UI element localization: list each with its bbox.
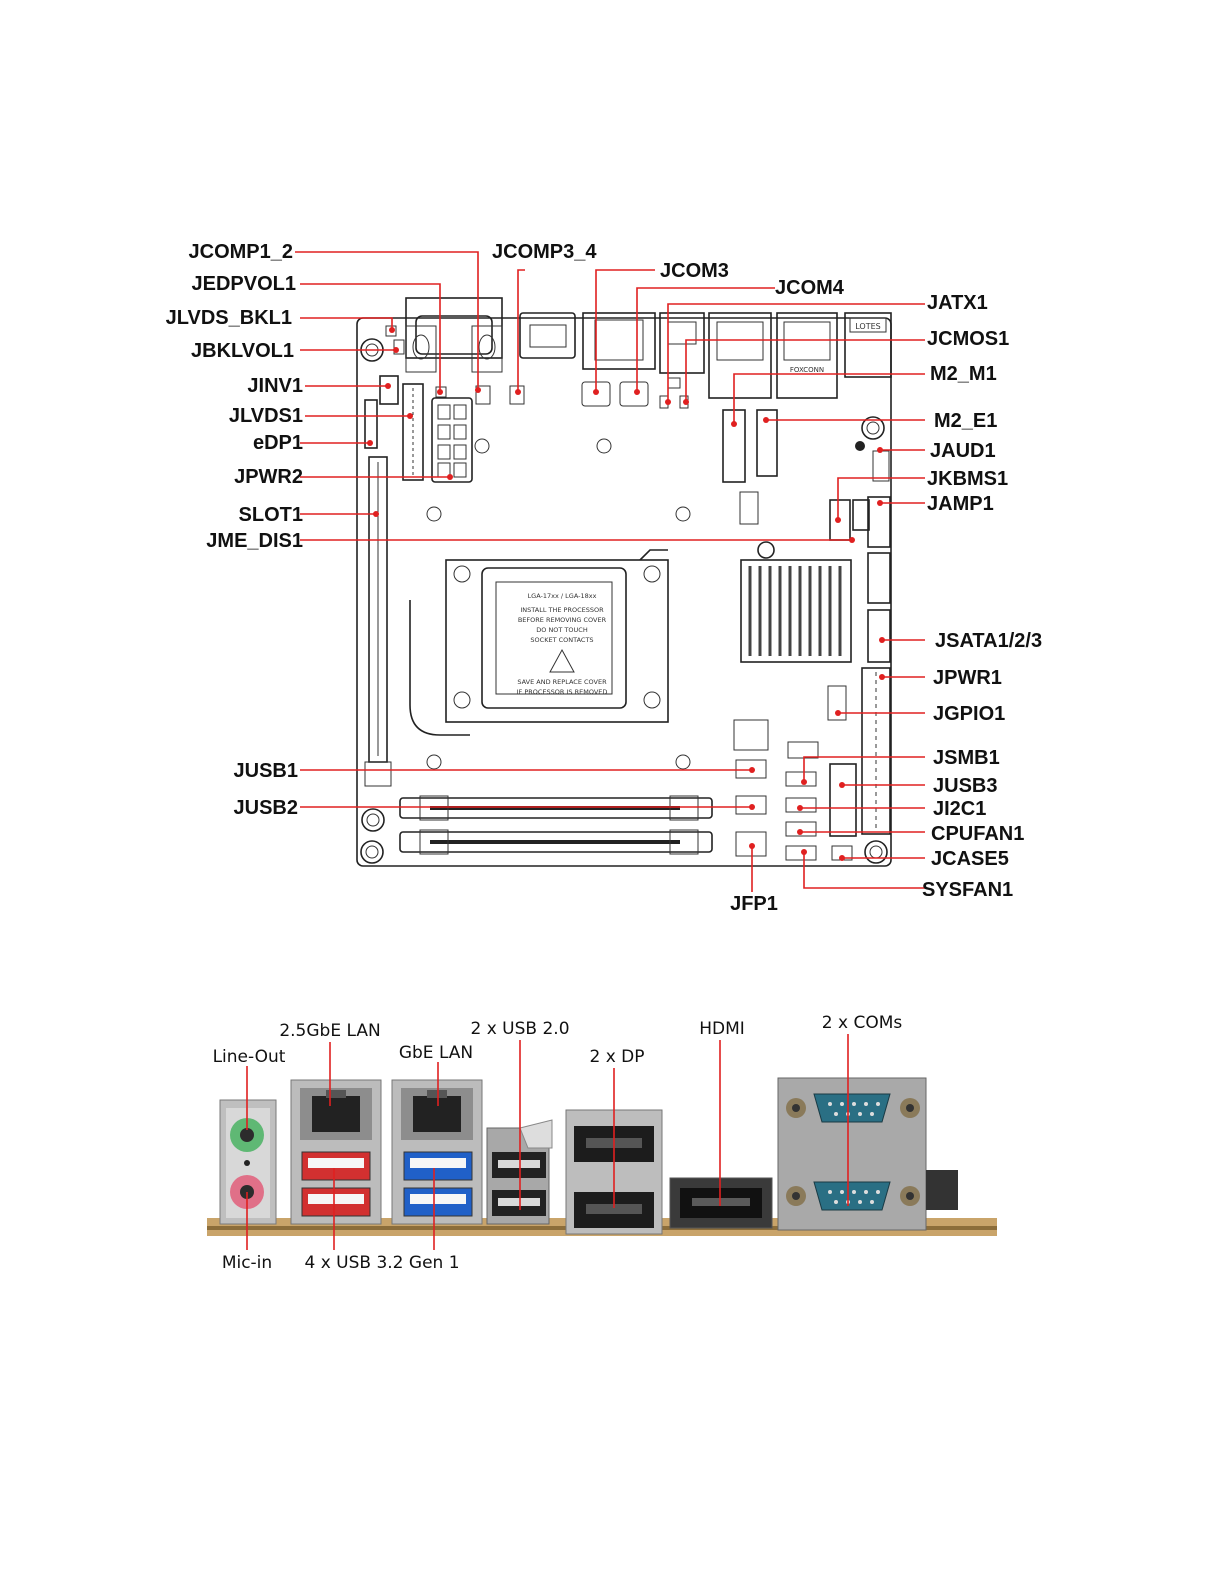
label-edp1: eDP1: [253, 432, 303, 454]
label-jamp1: JAMP1: [927, 493, 994, 515]
com-stack: [777, 1077, 958, 1231]
socket-text-2: INSTALL THE PROCESSOR: [520, 606, 604, 614]
socket-text-5: SOCKET CONTACTS: [530, 636, 593, 644]
label-jcom3: JCOM3: [660, 260, 729, 282]
label-jsmb1: JSMB1: [933, 747, 1000, 769]
lan-brand-text: FOXCONN: [790, 366, 824, 374]
io-leader-lines: [246, 1034, 849, 1250]
label-jcase5: JCASE5: [931, 848, 1009, 870]
bottom-labels: JFP1: [730, 893, 778, 915]
dimm-slots: [399, 795, 713, 855]
label-m2-e1: M2_E1: [934, 410, 997, 432]
label-jusb2: JUSB2: [234, 797, 298, 819]
com-port-1: [813, 1093, 891, 1123]
lan1g-usb3-stack: [391, 1079, 483, 1225]
usb2-stack: [486, 1119, 553, 1225]
socket-text-6: SAVE AND REPLACE COVER: [517, 678, 607, 686]
socket-text-7: IF PROCESSOR IS REMOVED: [517, 688, 608, 696]
com-port-2: [813, 1181, 891, 1211]
label-jfp1: JFP1: [730, 893, 778, 915]
right-labels: JATX1 JCMOS1 M2_M1 M2_E1 JAUD1 JKBMS1 JA…: [922, 292, 1042, 901]
label-jinv1: JINV1: [247, 375, 303, 397]
label-jusb1: JUSB1: [234, 760, 298, 782]
label-jlvds-bkl1: JLVDS_BKL1: [166, 307, 292, 329]
io-label-mic-in: Mic-in: [222, 1253, 272, 1273]
label-jsata: JSATA1/2/3: [935, 630, 1042, 652]
label-jcomp3-4: JCOMP3_4: [492, 241, 597, 263]
label-m2-m1: M2_M1: [930, 363, 997, 385]
label-cpufan1: CPUFAN1: [931, 823, 1024, 845]
audio-connector: LOTES: [844, 312, 892, 378]
label-jme-dis1: JME_DIS1: [206, 530, 303, 552]
io-label-hdmi: HDMI: [699, 1019, 745, 1039]
label-jgpio1: JGPIO1: [933, 703, 1005, 725]
connector-dots: [367, 327, 885, 861]
label-jpwr2: JPWR2: [234, 466, 303, 488]
io-label-dp: 2 x DP: [589, 1047, 644, 1067]
motherboard-outline: FOXCONN LOTES: [356, 297, 892, 867]
leader-lines: [295, 251, 925, 892]
io-label-gbe-lan: GbE LAN: [399, 1043, 473, 1063]
audio-jack-block: [219, 1099, 277, 1225]
cpu-socket: LGA-17xx / LGA-18xx INSTALL THE PROCESSO…: [409, 549, 669, 736]
audio-brand-text: LOTES: [855, 322, 881, 331]
label-jcmos1: JCMOS1: [927, 328, 1009, 350]
label-jedpvol1: JEDPVOL1: [192, 273, 296, 295]
vga-connector: [405, 297, 503, 373]
usb2-connector: [659, 312, 705, 374]
socket-text-1: LGA-17xx / LGA-18xx: [528, 592, 597, 600]
lan25-usb3-stack: [290, 1079, 382, 1225]
left-labels: JCOMP1_2 JEDPVOL1 JLVDS_BKL1 JBKLVOL1 JI…: [166, 241, 303, 819]
top-labels: JCOMP3_4 JCOM3 JCOM4: [492, 241, 845, 299]
lan-25g-port: [312, 1096, 360, 1132]
label-ji2c1: JI2C1: [933, 798, 986, 820]
io-label-usb20: 2 x USB 2.0: [470, 1019, 569, 1039]
label-jatx1: JATX1: [927, 292, 988, 314]
label-jaud1: JAUD1: [930, 440, 996, 462]
lan-1g-port: [413, 1096, 461, 1132]
hdmi-port-block: [669, 1177, 773, 1229]
socket-text-3: BEFORE REMOVING COVER: [518, 616, 607, 624]
dp-connector: [582, 312, 656, 370]
lvds-area: [364, 375, 473, 483]
io-panel: 2.5GbE LAN Line-Out GbE LAN 2 x USB 2.0 …: [207, 1013, 997, 1273]
io-label-coms: 2 x COMs: [822, 1013, 903, 1033]
label-jcom4: JCOM4: [775, 277, 845, 299]
small-ics: [733, 719, 769, 857]
label-slot1: SLOT1: [239, 504, 303, 526]
chipset-heatsink: [740, 559, 852, 663]
label-jusb3: JUSB3: [933, 775, 997, 797]
lan1-connector: [708, 312, 772, 399]
label-jcomp1-2: JCOMP1_2: [189, 241, 294, 263]
mounting-holes: [360, 338, 888, 864]
lan2-connector: FOXCONN: [776, 312, 838, 399]
label-jpwr1: JPWR1: [933, 667, 1002, 689]
label-jkbms1: JKBMS1: [927, 468, 1008, 490]
io-label-25gbe-lan: 2.5GbE LAN: [279, 1021, 380, 1041]
m2-slots: [722, 409, 778, 525]
label-sysfan1: SYSFAN1: [922, 879, 1013, 901]
label-jbklvol1: JBKLVOL1: [191, 340, 294, 362]
io-labels: 2.5GbE LAN Line-Out GbE LAN 2 x USB 2.0 …: [213, 1013, 903, 1273]
io-label-line-out: Line-Out: [213, 1047, 286, 1067]
label-jlvds1: JLVDS1: [229, 405, 303, 427]
socket-text-4: DO NOT TOUCH: [536, 626, 588, 634]
pcie-slot: [364, 456, 392, 787]
io-label-usb32: 4 x USB 3.2 Gen 1: [304, 1253, 459, 1273]
hdmi-connector: [519, 312, 576, 359]
